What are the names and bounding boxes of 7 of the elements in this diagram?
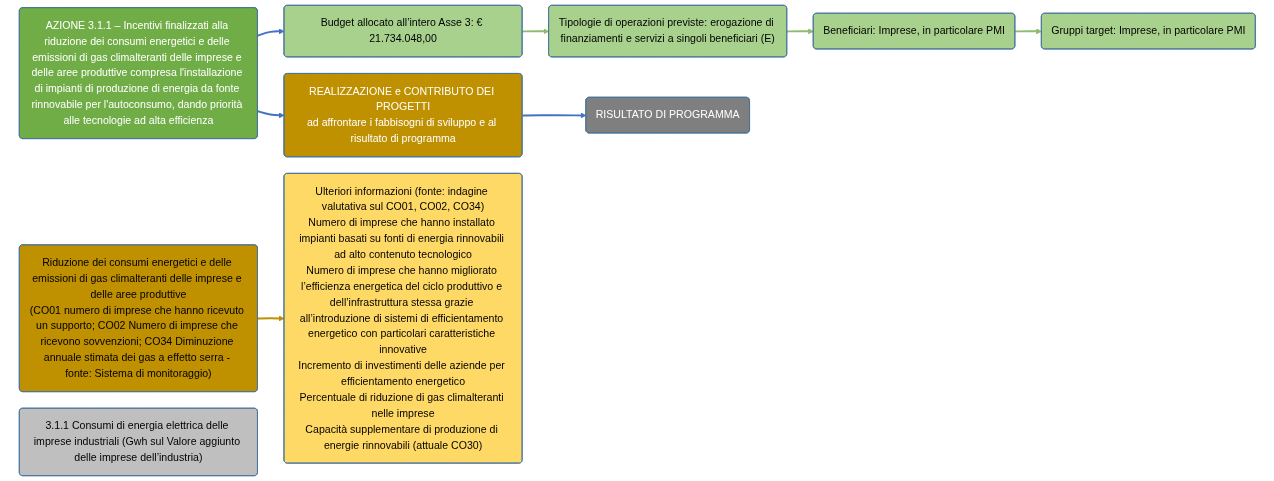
- arrow: [521, 28, 549, 35]
- arrow: [256, 28, 285, 37]
- arrow: [521, 112, 587, 119]
- arrow: [256, 110, 285, 119]
- arrow: [785, 28, 814, 35]
- arrow: [1013, 28, 1042, 35]
- arrow: [256, 315, 285, 322]
